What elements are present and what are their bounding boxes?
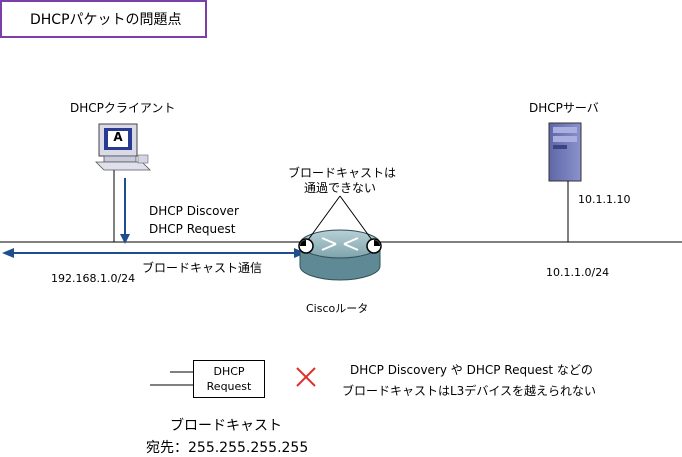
router-note-callout [307, 195, 373, 241]
client-label: DHCPクライアント [70, 101, 176, 115]
server-ip: 10.1.1.10 [578, 193, 631, 206]
router-icon [298, 229, 382, 281]
broadcast-caption: ブロードキャスト [170, 418, 282, 434]
right-network-label: 10.1.1.0/24 [546, 266, 610, 279]
destination-address: 宛先：255.255.255.255 [146, 440, 309, 456]
client-computer-icon [95, 123, 151, 171]
packet-line1: DHCP [213, 365, 245, 378]
router-note-line1: ブロードキャストは [288, 166, 397, 180]
cross-icon [296, 367, 316, 387]
broadcast-arrow [2, 248, 306, 258]
notice-line2: ブロードキャストはL3デバイスを越えられない [342, 384, 596, 398]
notice-line1: DHCP Discovery や DHCP Request などの [350, 363, 593, 377]
router-note-line2: 通過できない [304, 181, 377, 195]
broadcast-comm-label: ブロードキャスト通信 [142, 261, 263, 275]
title-box: DHCPパケットの問題点 [0, 0, 207, 38]
packet-lines [150, 371, 193, 386]
router-label: Ciscoルータ [306, 302, 369, 315]
server-icon [548, 122, 582, 182]
discover-message: DHCP Discover [149, 204, 239, 218]
client-screen-letter: A [113, 130, 123, 144]
packet-box: DHCP Request [193, 360, 265, 398]
server-label: DHCPサーバ [529, 101, 599, 115]
page-title: DHCPパケットの問題点 [30, 12, 182, 28]
left-network-label: 192.168.1.0/24 [51, 272, 136, 285]
request-message: DHCP Request [149, 222, 236, 236]
request-arrow [120, 178, 130, 244]
packet-line2: Request [206, 380, 252, 393]
